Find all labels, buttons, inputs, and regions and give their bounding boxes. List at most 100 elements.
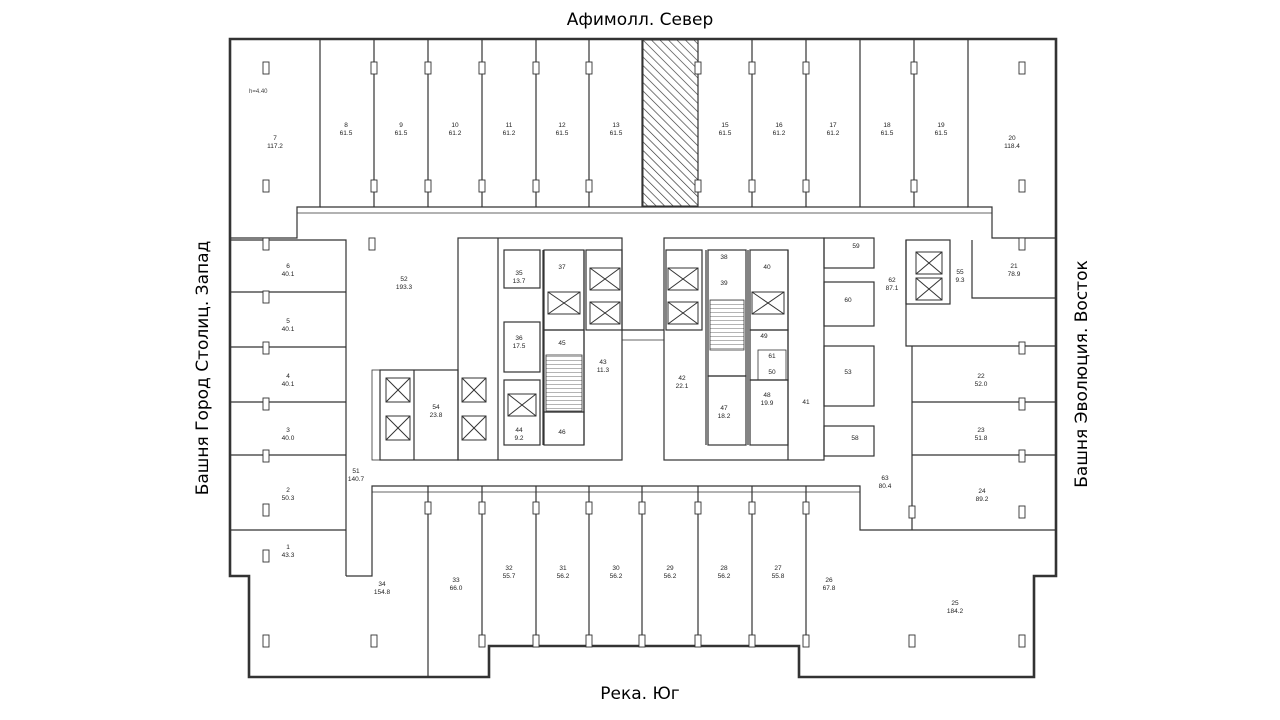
room-number: 6 — [286, 263, 290, 270]
column-mark — [802, 61, 810, 75]
room-area: 51.8 — [975, 435, 988, 442]
room-number: 38 — [720, 254, 728, 261]
column-mark — [262, 449, 270, 463]
column-mark — [908, 634, 916, 648]
room-number: 42 — [678, 375, 686, 382]
room-area: 61.2 — [773, 130, 786, 137]
column-mark — [368, 237, 376, 251]
column-mark — [585, 179, 593, 193]
room-number: 40 — [763, 264, 771, 271]
room-number: 8 — [344, 122, 348, 129]
room-number: 24 — [978, 488, 986, 495]
room-area: 117.2 — [267, 143, 283, 150]
room-area: 55.7 — [503, 573, 516, 580]
room-number: 9 — [399, 122, 403, 129]
room-number: 46 — [558, 429, 566, 436]
column-mark — [585, 61, 593, 75]
room-number: 47 — [720, 405, 728, 412]
room-number: 15 — [721, 122, 729, 129]
room-area: 56.2 — [557, 573, 570, 580]
room-number: 26 — [825, 577, 833, 584]
column-mark — [585, 634, 593, 648]
room-area: 11.3 — [597, 367, 610, 374]
column-mark — [1018, 341, 1026, 355]
column-mark — [694, 179, 702, 193]
height-note: h=4.40 — [249, 89, 268, 95]
stairwell-left — [545, 354, 583, 412]
column-mark — [532, 179, 540, 193]
room-area: 61.2 — [449, 130, 462, 137]
column-mark — [1018, 179, 1026, 193]
column-mark — [694, 501, 702, 515]
room-number: 27 — [774, 565, 782, 572]
room-area: 9.2 — [514, 435, 523, 442]
column-mark — [262, 341, 270, 355]
column-mark — [478, 61, 486, 75]
stairwell-right — [709, 299, 745, 351]
north-direction-label: Афимолл. Север — [566, 10, 714, 30]
room-number: 28 — [720, 565, 728, 572]
room-number: 7 — [273, 135, 277, 142]
column-mark — [748, 179, 756, 193]
room-number: 20 — [1008, 135, 1016, 142]
column-mark — [638, 501, 646, 515]
room-number: 35 — [515, 270, 523, 277]
room-area: 13.7 — [513, 278, 526, 285]
room-number: 43 — [599, 359, 607, 366]
room-number: 34 — [378, 581, 386, 588]
column-mark — [424, 179, 432, 193]
room-area: 61.2 — [503, 130, 516, 137]
room-number: 53 — [844, 369, 852, 376]
room-area: 61.5 — [340, 130, 353, 137]
column-mark — [532, 61, 540, 75]
room-area: 80.4 — [879, 483, 892, 490]
column-mark — [908, 505, 916, 519]
column-mark — [532, 501, 540, 515]
column-mark — [1018, 505, 1026, 519]
room-number: 58 — [851, 435, 859, 442]
room-area: 22.1 — [676, 383, 689, 390]
column-mark — [262, 237, 270, 251]
column-mark — [748, 501, 756, 515]
column-mark — [910, 61, 918, 75]
room-number: 39 — [720, 280, 728, 287]
room-area: 61.5 — [935, 130, 948, 137]
room-area: 40.0 — [282, 435, 295, 442]
room-number: 32 — [505, 565, 513, 572]
room-number: 52 — [400, 276, 408, 283]
room-number: 60 — [844, 297, 852, 304]
room-number: 3 — [286, 427, 290, 434]
column-mark — [370, 61, 378, 75]
room-number: 5 — [286, 318, 290, 325]
room-number: 50 — [768, 369, 776, 376]
column-mark — [262, 397, 270, 411]
room-area: 61.5 — [610, 130, 623, 137]
room-number: 61 — [768, 353, 776, 360]
room-number: 16 — [775, 122, 783, 129]
room-area: 56.2 — [664, 573, 677, 580]
room-number: 2 — [286, 487, 290, 494]
room-number: 63 — [881, 475, 889, 482]
column-mark — [802, 179, 810, 193]
room-number: 45 — [558, 340, 566, 347]
room-number: 33 — [452, 577, 460, 584]
room-area: 23.8 — [430, 412, 443, 419]
room-area: 140.7 — [348, 476, 365, 483]
room-area: 9.3 — [955, 277, 964, 284]
column-mark — [748, 61, 756, 75]
column-mark — [1018, 237, 1026, 251]
room-area: 40.1 — [282, 326, 295, 333]
room-area: 52.0 — [975, 381, 988, 388]
room-number: 41 — [802, 399, 810, 406]
room-area: 118.4 — [1004, 143, 1020, 150]
column-mark — [262, 634, 270, 648]
room-number: 18 — [883, 122, 891, 129]
room-number: 4 — [286, 373, 290, 380]
room-number: 13 — [612, 122, 620, 129]
room-number: 62 — [888, 277, 896, 284]
column-mark — [262, 549, 270, 563]
room-number: 22 — [977, 373, 985, 380]
room-number: 59 — [852, 243, 860, 250]
room-number: 19 — [937, 122, 945, 129]
